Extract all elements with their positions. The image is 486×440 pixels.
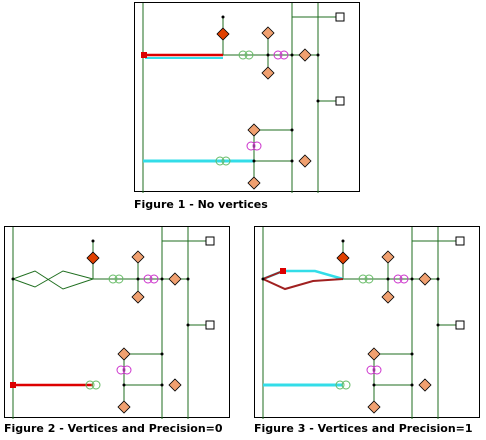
figure-3-caption: Figure 3 - Vertices and Precision=1	[254, 422, 473, 435]
figure-1-network	[141, 3, 345, 193]
figure-1-caption: Figure 1 - No vertices	[134, 198, 268, 211]
figure-2-network	[10, 227, 215, 419]
figure-1-panel	[134, 2, 360, 193]
figure-2-caption: Figure 2 - Vertices and Precision=0	[4, 422, 223, 435]
figure-3-network	[261, 227, 465, 419]
figure-2-panel	[4, 226, 230, 419]
figure-3-panel	[254, 226, 480, 419]
